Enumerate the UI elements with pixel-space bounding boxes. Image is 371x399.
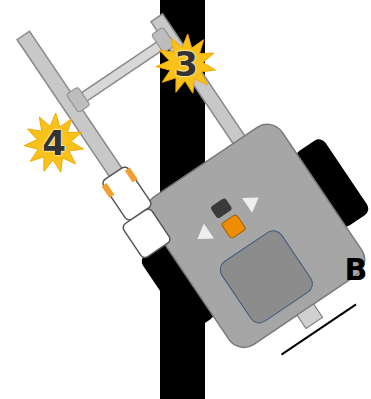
robot-label: B (345, 255, 368, 285)
sensor-mount (66, 87, 90, 113)
orange-pin (125, 167, 138, 182)
callout-number: 4 (42, 126, 66, 160)
crossbar (73, 37, 170, 107)
callout-burst (156, 34, 215, 93)
caster (297, 304, 323, 328)
robot-body (139, 117, 371, 354)
button (221, 214, 246, 239)
right-rail (151, 14, 252, 154)
button (210, 197, 233, 219)
rear-line (281, 304, 356, 354)
orange-pin (102, 183, 115, 198)
motor-block (121, 207, 172, 259)
callout-number: 3 (174, 47, 198, 81)
arrow-button (242, 190, 264, 213)
robot (0, 0, 371, 391)
callout-burst (24, 113, 83, 172)
arrow-button (192, 224, 214, 247)
